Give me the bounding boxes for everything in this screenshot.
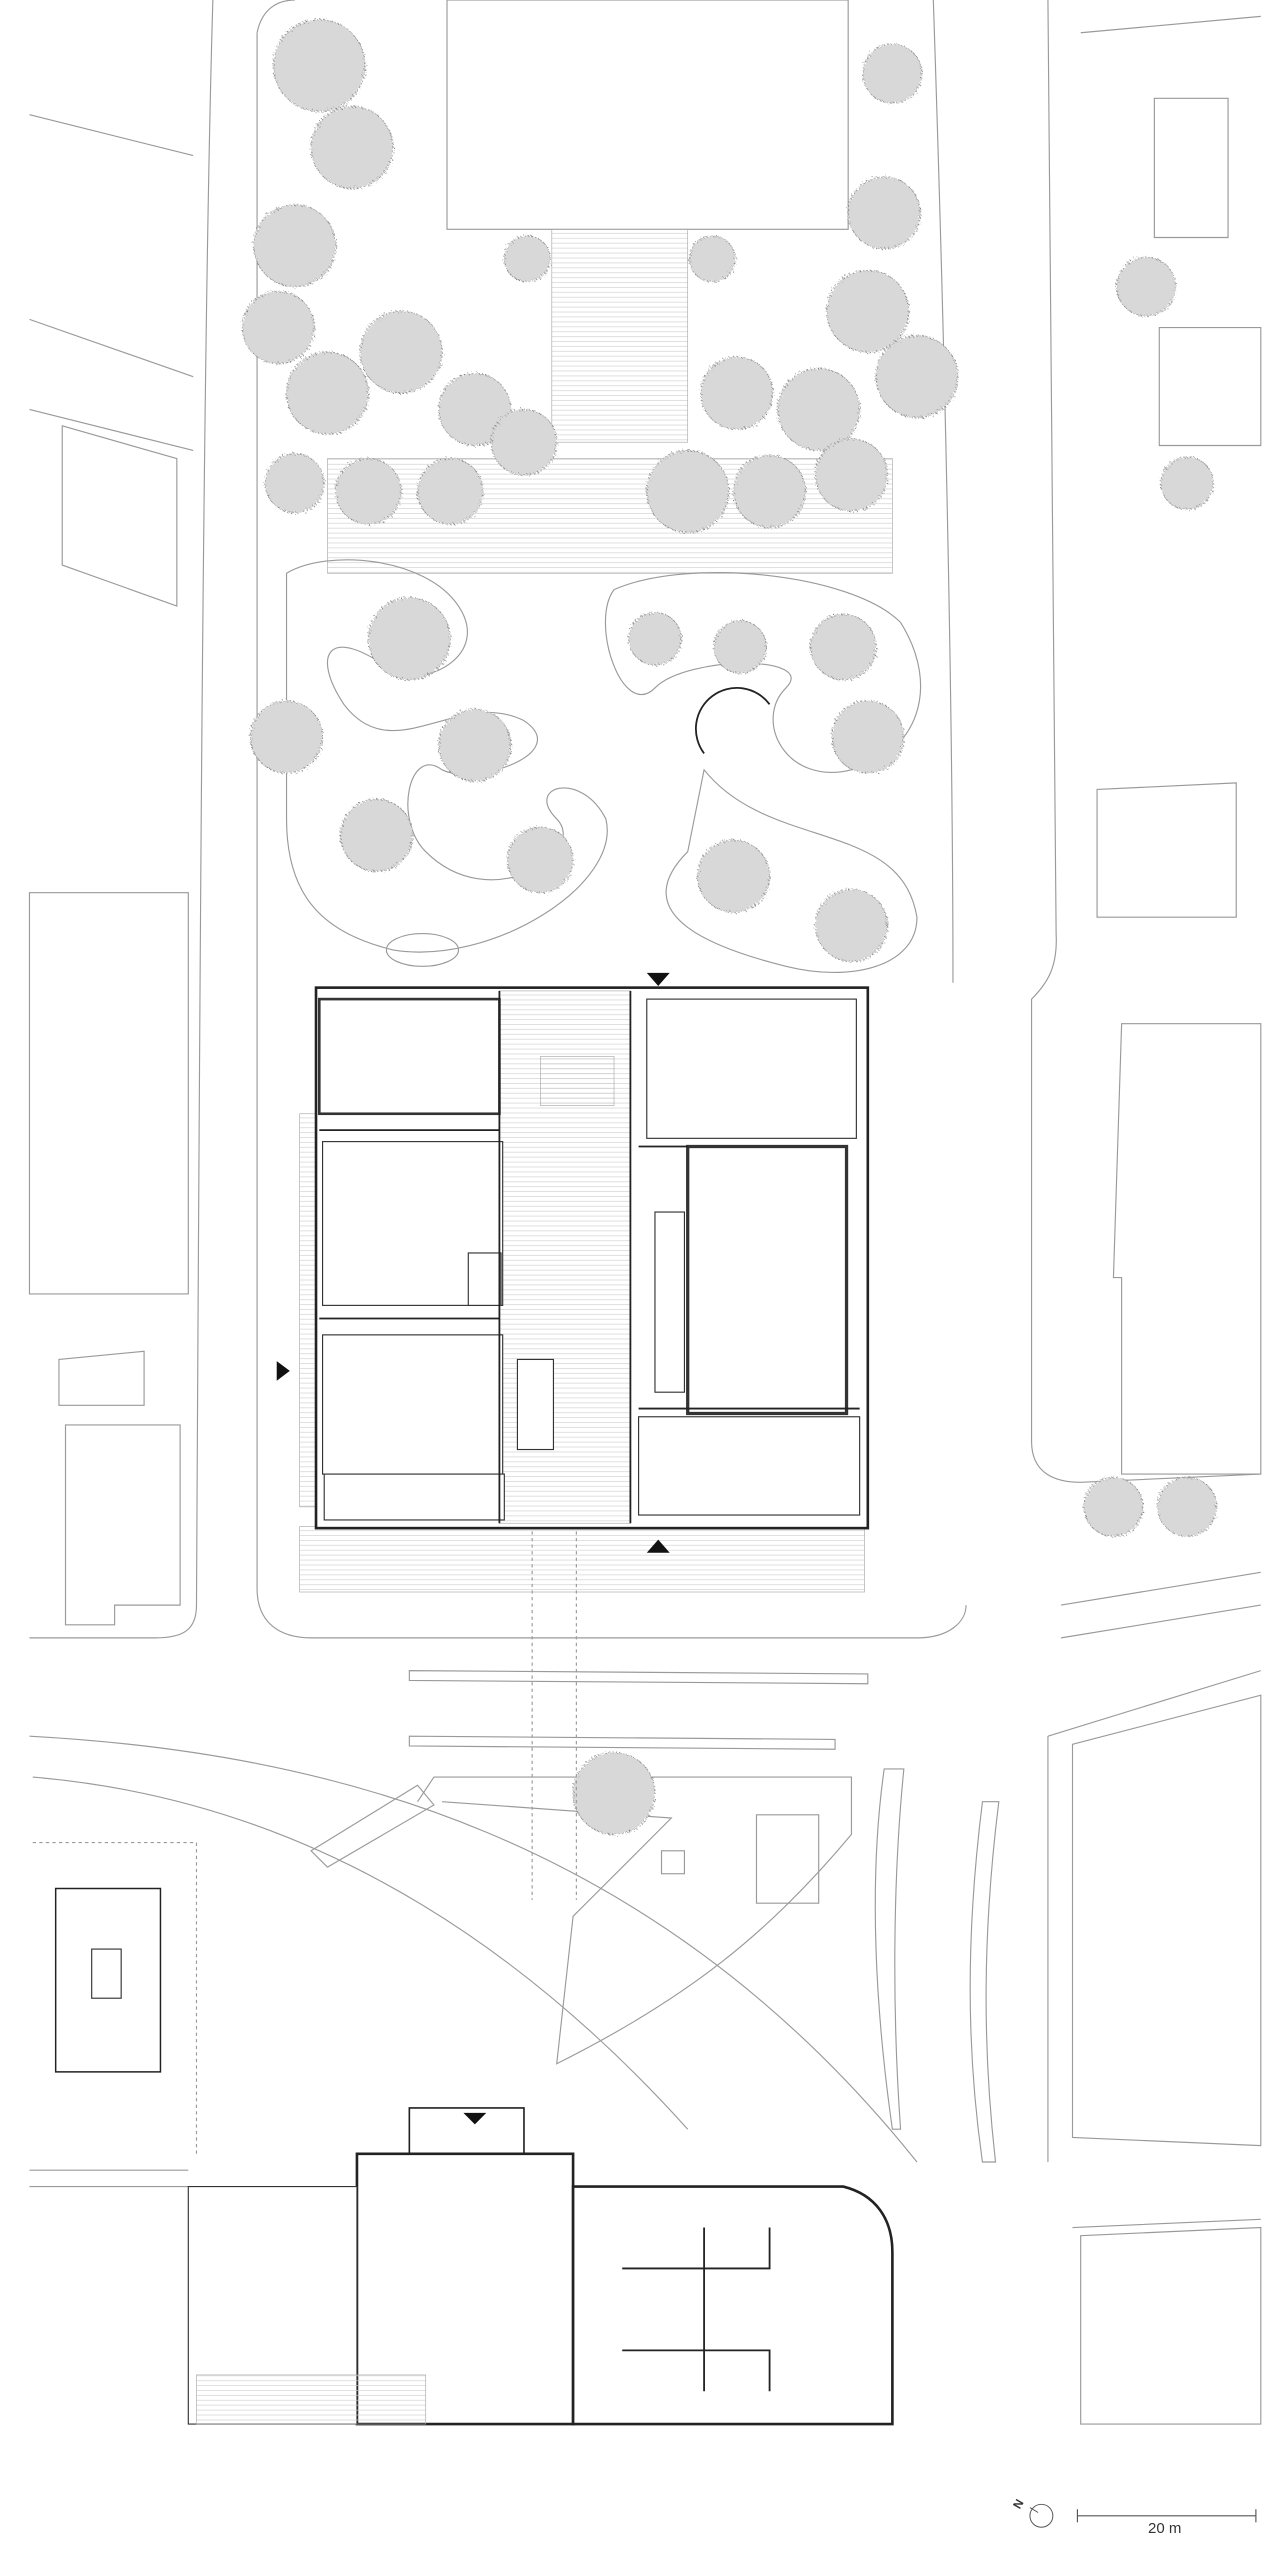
tree-canopy bbox=[875, 335, 959, 419]
street-lines bbox=[29, 0, 1261, 2229]
tree-canopy bbox=[507, 826, 574, 894]
trees bbox=[241, 19, 1218, 1835]
neighbour-buildings bbox=[28, 97, 1262, 2425]
tree-canopy bbox=[814, 888, 888, 962]
tree-canopy bbox=[688, 235, 736, 283]
tree-canopy bbox=[1157, 1476, 1218, 1537]
tree-canopy bbox=[733, 454, 807, 528]
tree-canopy bbox=[359, 310, 443, 394]
tree-canopy bbox=[810, 613, 877, 681]
tree-canopy bbox=[777, 368, 861, 451]
tree-canopy bbox=[335, 458, 402, 525]
tree-canopy bbox=[847, 176, 921, 250]
tree-canopy bbox=[241, 291, 315, 365]
tree-canopy bbox=[713, 620, 767, 674]
tree-canopy bbox=[862, 43, 923, 104]
tree-canopy bbox=[646, 449, 730, 533]
tree-canopy bbox=[1160, 456, 1214, 510]
tree-canopy bbox=[572, 1752, 656, 1835]
tree-canopy bbox=[490, 408, 558, 476]
tree-canopy bbox=[831, 700, 905, 774]
tree-canopy bbox=[826, 269, 910, 353]
existing-building bbox=[187, 2107, 894, 2426]
tree-canopy bbox=[272, 19, 366, 112]
tree-canopy bbox=[697, 839, 771, 913]
scale-bar-label: 20 m bbox=[1148, 2520, 1182, 2537]
tree-canopy bbox=[438, 372, 512, 446]
tree-canopy bbox=[310, 105, 394, 189]
tree-canopy bbox=[814, 438, 888, 512]
tree-canopy bbox=[438, 708, 512, 782]
tree-canopy bbox=[1083, 1476, 1144, 1537]
tree-canopy bbox=[503, 235, 551, 283]
tree-canopy bbox=[250, 700, 324, 774]
scale-bar bbox=[1076, 2509, 1257, 2523]
tree-canopy bbox=[700, 356, 774, 430]
tree-canopy bbox=[253, 204, 337, 288]
tree-canopy bbox=[286, 351, 369, 435]
tree-canopy bbox=[367, 597, 451, 681]
tree-canopy bbox=[417, 458, 484, 525]
tree-canopy bbox=[340, 798, 414, 872]
tree-canopy bbox=[628, 612, 682, 666]
main-building bbox=[276, 972, 870, 1900]
tree-canopy bbox=[264, 453, 325, 514]
north-arrow bbox=[1029, 2503, 1054, 2528]
tree-canopy bbox=[1116, 256, 1177, 317]
